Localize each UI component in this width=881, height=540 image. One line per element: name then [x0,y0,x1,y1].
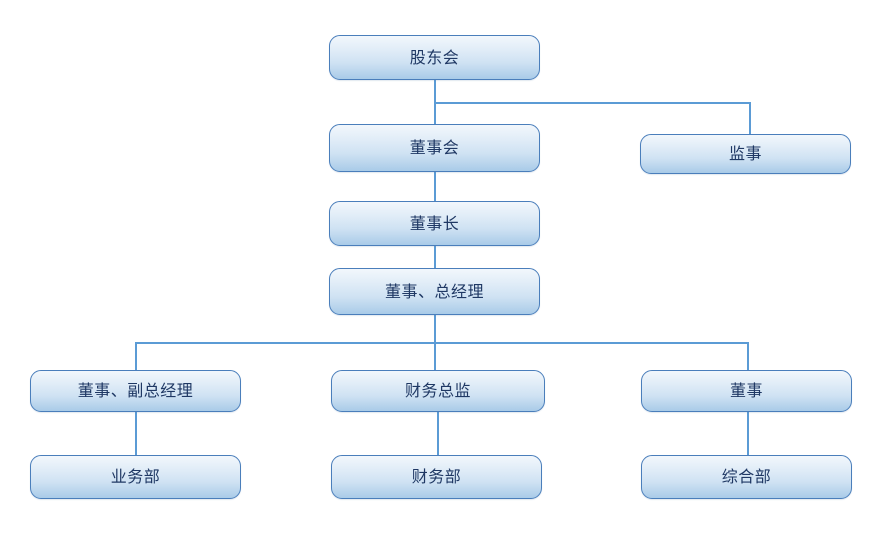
connector-cfo-to-finance [437,412,439,456]
org-node-label-cfo: 财务总监 [404,381,471,400]
org-node-finance-dept[interactable]: 财务部 [331,455,542,499]
org-node-label-business-dept: 业务部 [110,467,161,486]
org-node-label-gm: 董事、总经理 [384,281,484,301]
org-node-label-director: 董事 [729,381,763,400]
org-node-label-supervisor: 监事 [728,144,762,163]
org-node-label-chairman: 董事长 [409,213,460,233]
org-node-label-board: 董事会 [409,138,460,157]
org-node-chairman[interactable]: 董事长 [329,201,540,246]
org-node-shareholders[interactable]: 股东会 [329,35,540,80]
connector-board-to-chairman [434,172,436,202]
org-node-label-shareholders: 股东会 [409,47,460,67]
org-node-board[interactable]: 董事会 [329,124,540,172]
org-node-gm[interactable]: 董事、总经理 [329,268,540,315]
org-node-general-dept[interactable]: 综合部 [641,455,852,499]
connector-gm-branch-bus [135,342,748,344]
connector-chairman-to-gm [434,246,436,269]
org-node-deputy-gm[interactable]: 董事、副总经理 [30,370,241,412]
org-node-supervisor[interactable]: 监事 [640,134,851,174]
connector-director-to-general [747,412,749,456]
connector-director-drop [747,342,749,371]
org-node-label-finance-dept: 财务部 [411,467,462,486]
connector-deputy-gm-drop [135,342,137,371]
org-node-label-general-dept: 综合部 [721,467,772,486]
connector-deputy-gm-to-business [135,412,137,456]
org-node-cfo[interactable]: 财务总监 [331,370,545,412]
org-node-director[interactable]: 董事 [641,370,852,412]
connector-supervisor-drop [749,102,751,135]
org-node-business-dept[interactable]: 业务部 [30,455,241,499]
connector-shareholders-branch-bus [434,102,750,104]
org-node-label-deputy-gm: 董事、副总经理 [77,381,194,400]
